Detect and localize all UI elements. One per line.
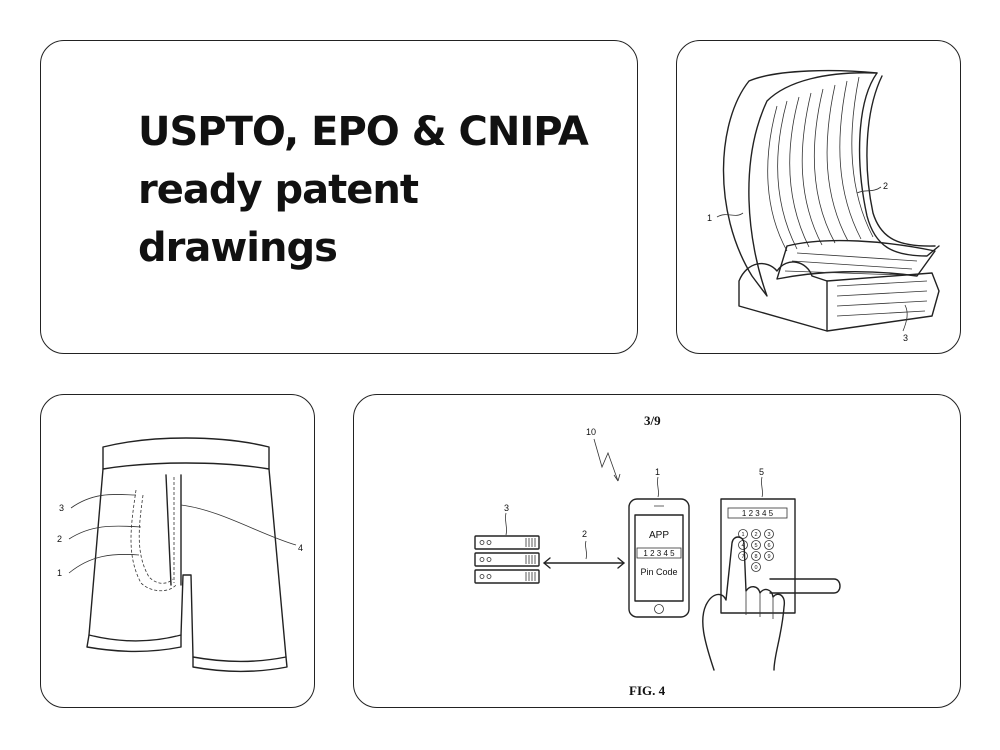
key-0: 0 [754, 565, 757, 571]
headline-panel: USPTO, EPO & CNIPA ready patent drawings [40, 40, 638, 354]
shorts-ref-4: 4 [298, 543, 303, 553]
phone-pin-digits: 1 2 3 4 5 [643, 549, 675, 558]
fig4-ref-keypad: 5 [759, 467, 764, 477]
chair-drawing-panel: 1 2 3 [676, 40, 961, 354]
chair-ref-3: 3 [903, 333, 908, 343]
sheet-number: 3/9 [644, 413, 661, 428]
key-3: 3 [767, 532, 770, 538]
headline-line-3: drawings [138, 225, 338, 271]
hand-outline [702, 536, 786, 671]
key-4: 4 [741, 543, 744, 549]
headline: USPTO, EPO & CNIPA ready patent drawings [138, 103, 589, 277]
shorts-drawing-panel: 3 2 1 4 [40, 394, 315, 708]
fig4-illustration: 3/9 10 3 2 [474, 413, 841, 698]
fig4-ref-server: 3 [504, 503, 509, 513]
chair-ref-1: 1 [707, 213, 712, 223]
shorts-ref-3: 3 [59, 503, 64, 513]
figure-caption: FIG. 4 [629, 683, 666, 698]
shorts-ref-1: 1 [57, 568, 62, 578]
fig4-drawing-panel: 3/9 10 3 2 [353, 394, 961, 708]
chair-illustration: 1 2 3 [707, 69, 940, 343]
chair-ref-2: 2 [883, 181, 888, 191]
phone-app-label: APP [649, 530, 669, 541]
key-7: 7 [741, 554, 744, 560]
server-stack [474, 535, 540, 584]
fig4-ref-system: 10 [586, 427, 596, 437]
shorts-illustration: 3 2 1 4 [57, 437, 303, 673]
key-6: 6 [767, 543, 770, 549]
key-1: 1 [741, 532, 744, 538]
headline-line-1: USPTO, EPO & CNIPA [138, 109, 589, 155]
headline-line-2: ready patent [138, 167, 419, 213]
key-5: 5 [754, 543, 757, 549]
fig4-ref-link: 2 [582, 529, 587, 539]
key-2: 2 [754, 532, 757, 538]
smartphone: APP 1 2 3 4 5 Pin Code [628, 498, 690, 618]
key-8: 8 [754, 554, 757, 560]
phone-pin-label: Pin Code [640, 567, 677, 577]
keypad-device: 1 2 3 4 5 1 2 3 4 5 6 7 8 9 0 [720, 498, 841, 614]
shorts-ref-2: 2 [57, 534, 62, 544]
keypad-display: 1 2 3 4 5 [742, 509, 774, 518]
key-9: 9 [767, 554, 770, 560]
fig4-ref-phone: 1 [655, 467, 660, 477]
